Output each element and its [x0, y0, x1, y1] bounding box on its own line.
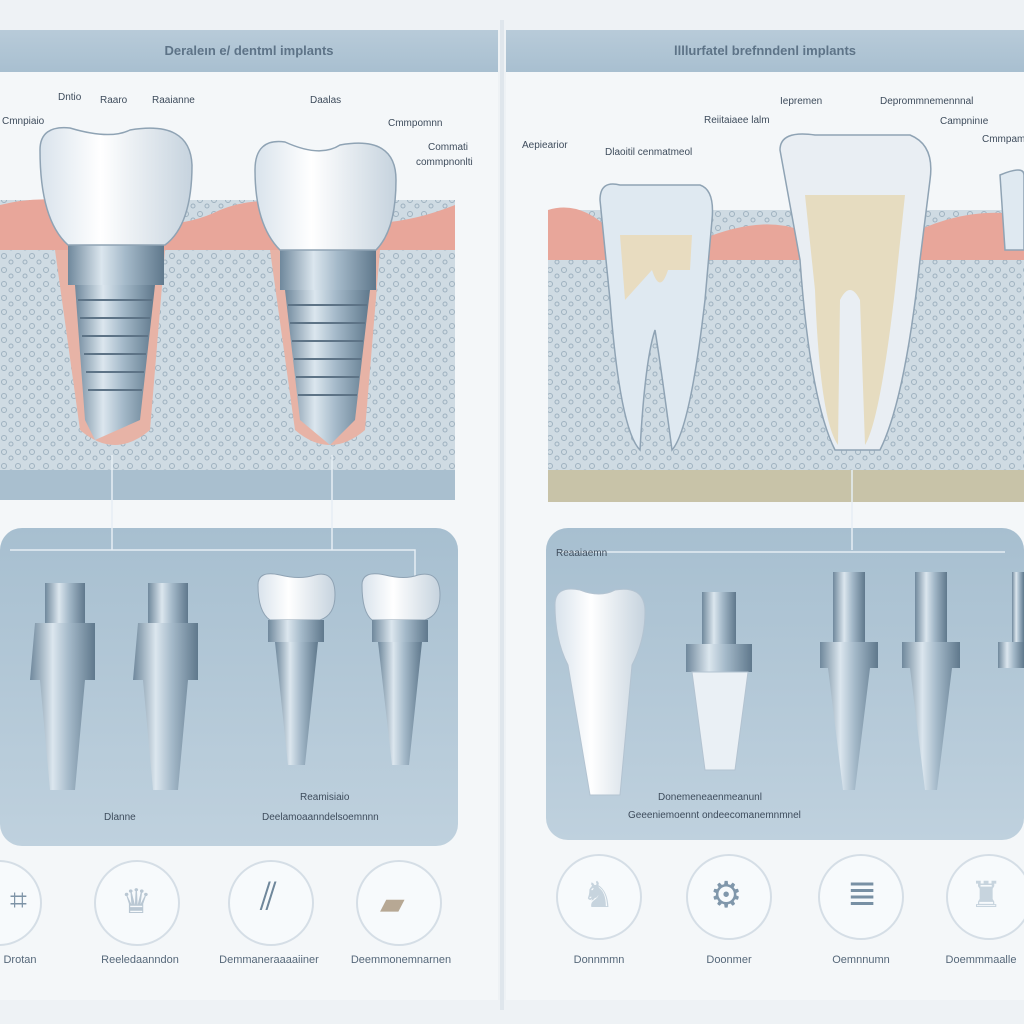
molar-icon: ♜ [970, 874, 1003, 915]
icon-caption-left-2: Reeledaanndon [101, 954, 179, 966]
gallery-label-right-3: Geeeniemoennt ondeecomanemnmnel [628, 810, 801, 821]
implant-screw-icon: ≣ [847, 872, 878, 913]
left-jaw-section [0, 126, 455, 500]
label-left-4: Raaianne [152, 95, 195, 106]
left-gallery-components [30, 573, 441, 790]
icon-caption-left-1: Drotan [3, 954, 37, 966]
icon-caption-right-2: Doonmer [706, 954, 752, 966]
icon-caption-right-3: Oemnnumn [832, 954, 890, 966]
label-left-1: Cmnpiaio [2, 116, 45, 127]
panel-title: llllurfatel brefnndenl implants [506, 30, 1024, 72]
screw-pin-icon: ⫽ [260, 876, 277, 918]
ring-right-2: ⚙ [686, 854, 772, 940]
gallery-label-left-3: Deelamoaanndelsoemnnn [262, 812, 379, 823]
ring-right-4: ♜ [946, 854, 1024, 940]
abutment-icon: ⌗ [10, 884, 27, 917]
label-right-6: Campninıe [940, 116, 989, 127]
right-gallery-components [554, 572, 1024, 796]
panel-title: Deraleın e/ dentml implants [0, 30, 498, 72]
crown-icon: ♛ [121, 883, 152, 921]
label-right-7: Cmmpamil [982, 134, 1024, 145]
label-right-2: Dlaoitil cenmatmeol [605, 147, 693, 158]
label-left-5: Daalas [310, 95, 342, 106]
ring-left-3: ⫽ [228, 860, 314, 946]
label-right-3: Reiitaiaee lalm [704, 115, 770, 126]
gear-icon: ⚙ [710, 874, 743, 915]
icon-caption-right-1: Donnmmn [573, 954, 625, 966]
right-jaw-section [548, 133, 1024, 502]
label-left-8: commpnonlti [416, 157, 473, 168]
gallery-label-left-2: Reamisiaio [300, 792, 350, 803]
label-left-6: Cmmpomnn [388, 118, 443, 129]
ring-left-2: ♛ [94, 860, 180, 946]
label-right-5: Deprommnemennnal [880, 96, 974, 107]
icon-caption-left-3: Demmaneraaaaiiner [219, 954, 319, 966]
gallery-label-right-1: Reaaiaemn [556, 548, 608, 559]
gallery-label-left-1: Dlanne [104, 812, 136, 823]
bone-graft-icon: ▰ [380, 885, 405, 921]
gallery-label-right-2: Donemeneaenmeanunl [658, 792, 762, 803]
left-gallery-box [0, 528, 458, 846]
label-left-2: Dntio [58, 92, 82, 103]
icon-caption-right-4: Doemmmaalle [945, 954, 1017, 966]
tooth-icon: ♞ [582, 874, 615, 915]
ring-right-1: ♞ [556, 854, 642, 940]
panel-divider [500, 20, 504, 1010]
ring-right-3: ≣ [818, 854, 904, 940]
label-right-4: Iepremen [780, 96, 823, 107]
label-left-7: Commati [428, 142, 469, 153]
icon-caption-left-4: Deemmonemnarnen [350, 954, 452, 966]
ring-left-4: ▰ [356, 860, 442, 946]
right-gallery-box [546, 528, 1024, 840]
label-left-3: Raaro [100, 95, 128, 106]
label-right-1: Aepiearior [522, 140, 568, 151]
